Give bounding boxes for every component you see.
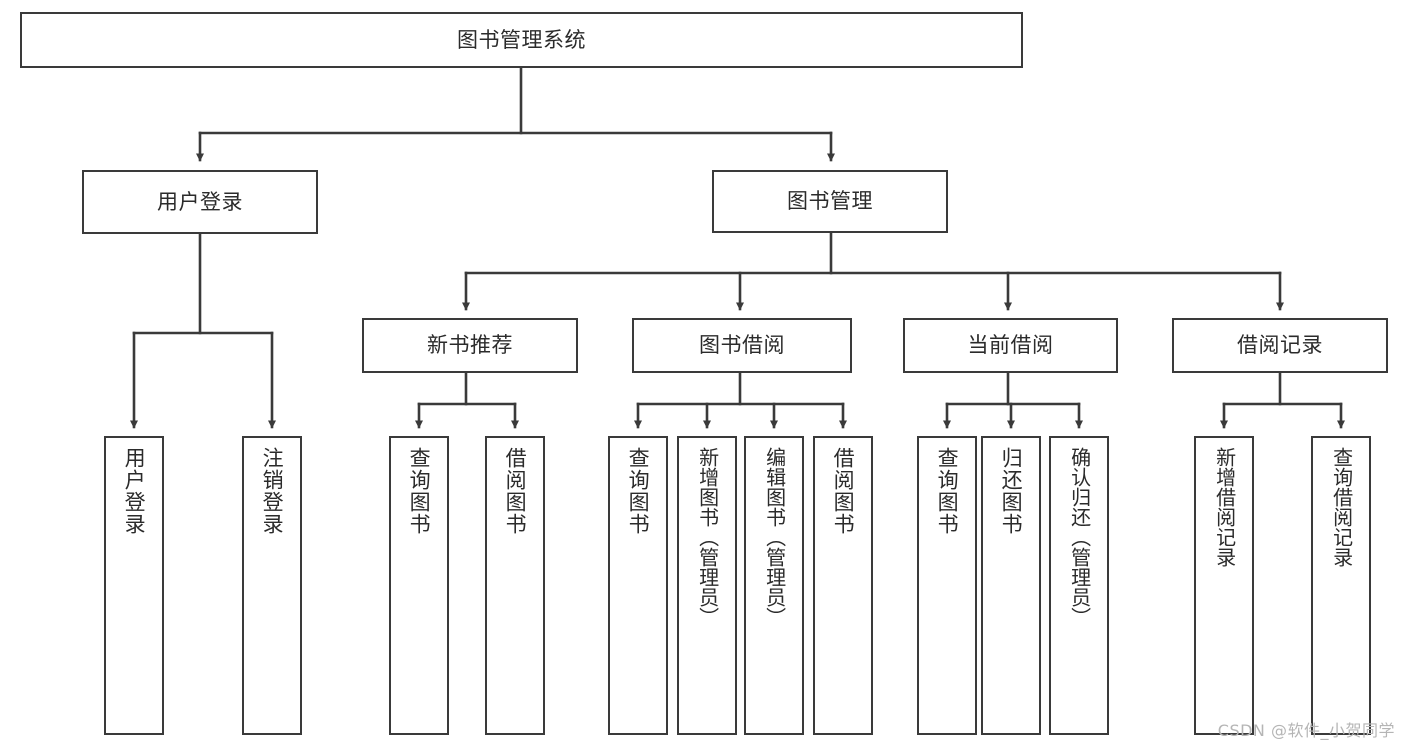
node-user-login-label: 用户登录 [157, 189, 243, 214]
node-new-book-recommend-label: 新书推荐 [427, 333, 513, 358]
node-root-system-label: 图书管理系统 [457, 27, 586, 52]
node-book-management-label: 图书管理 [787, 189, 873, 214]
node-leaf-add-book-label: 新增图书（管理员） [695, 447, 720, 627]
node-leaf-query-book-3-label: 查询图书 [935, 447, 960, 535]
node-new-book-recommend[interactable]: 新书推荐 [362, 318, 578, 373]
node-leaf-user-login[interactable]: 用户登录 [104, 436, 164, 735]
node-leaf-confirm-return-label: 确认归还（管理员） [1067, 447, 1092, 627]
node-leaf-borrow-book-1-label: 借阅图书 [503, 447, 528, 535]
node-user-login[interactable]: 用户登录 [82, 170, 318, 234]
node-leaf-query-book-2[interactable]: 查询图书 [608, 436, 668, 735]
node-leaf-query-record-label: 查询借阅记录 [1329, 447, 1354, 567]
node-leaf-logout-login-label: 注销登录 [260, 447, 285, 535]
node-root-system[interactable]: 图书管理系统 [20, 12, 1023, 68]
node-borrow-record-label: 借阅记录 [1237, 333, 1323, 358]
csdn-watermark: CSDN @软件_小贺同学 [1217, 721, 1395, 740]
node-leaf-logout-login[interactable]: 注销登录 [242, 436, 302, 735]
node-leaf-edit-book-label: 编辑图书（管理员） [762, 447, 787, 627]
node-leaf-return-book[interactable]: 归还图书 [981, 436, 1041, 735]
node-leaf-query-record[interactable]: 查询借阅记录 [1311, 436, 1371, 735]
node-book-borrow[interactable]: 图书借阅 [632, 318, 852, 373]
node-current-borrow-label: 当前借阅 [967, 333, 1054, 358]
node-leaf-user-login-label: 用户登录 [122, 447, 147, 535]
node-current-borrow[interactable]: 当前借阅 [903, 318, 1118, 373]
node-leaf-borrow-book-2[interactable]: 借阅图书 [813, 436, 873, 735]
node-leaf-borrow-book-2-label: 借阅图书 [831, 447, 856, 535]
node-leaf-return-book-label: 归还图书 [999, 447, 1024, 535]
node-book-management[interactable]: 图书管理 [712, 170, 948, 233]
node-leaf-add-record[interactable]: 新增借阅记录 [1194, 436, 1254, 735]
node-leaf-borrow-book-1[interactable]: 借阅图书 [485, 436, 545, 735]
node-leaf-edit-book[interactable]: 编辑图书（管理员） [744, 436, 804, 735]
node-leaf-query-book-3[interactable]: 查询图书 [917, 436, 977, 735]
node-leaf-add-record-label: 新增借阅记录 [1212, 447, 1237, 567]
node-leaf-confirm-return[interactable]: 确认归还（管理员） [1049, 436, 1109, 735]
node-leaf-query-book-2-label: 查询图书 [626, 447, 651, 535]
node-leaf-query-book-1-label: 查询图书 [407, 447, 432, 535]
node-borrow-record[interactable]: 借阅记录 [1172, 318, 1388, 373]
node-leaf-add-book[interactable]: 新增图书（管理员） [677, 436, 737, 735]
node-book-borrow-label: 图书借阅 [699, 333, 785, 358]
node-leaf-query-book-1[interactable]: 查询图书 [389, 436, 449, 735]
